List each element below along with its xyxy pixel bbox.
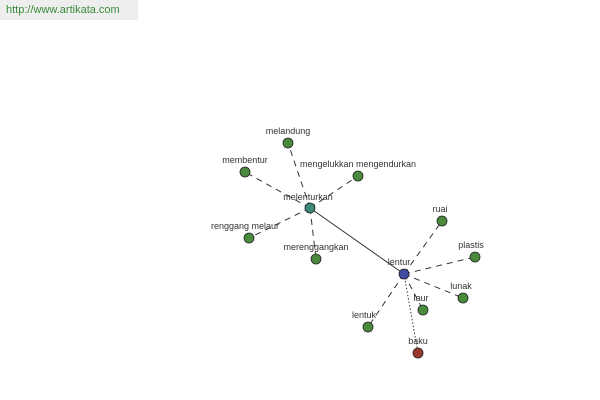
edge-melenturkan-renggang (248, 207, 311, 239)
edge-melenturkan-melandung (287, 142, 311, 209)
node-label-ruai[interactable]: ruai (432, 204, 447, 214)
node-laur[interactable]: laur (413, 293, 429, 316)
edge-melenturkan-membentur (244, 171, 311, 209)
node-ruai[interactable]: ruai (432, 204, 448, 227)
url-link[interactable]: http://www.artikata.com (6, 4, 120, 16)
node-dot-lentur[interactable] (398, 268, 410, 280)
edge-lentur-laur (403, 273, 424, 311)
node-dot-melenturkan[interactable] (304, 202, 316, 214)
node-label-laur[interactable]: laur (413, 293, 428, 303)
node-dot-laur[interactable] (417, 304, 429, 316)
node-label-membentur[interactable]: membentur (222, 155, 268, 165)
node-dot-melandung[interactable] (282, 137, 294, 149)
url-banner: http://www.artikata.com (0, 0, 138, 20)
node-lentuk[interactable]: lentuk (352, 310, 377, 333)
node-melandung[interactable]: melandung (266, 126, 311, 149)
node-dot-lunak[interactable] (457, 292, 469, 304)
node-dot-renggang[interactable] (243, 232, 255, 244)
node-label-melandung[interactable]: melandung (266, 126, 311, 136)
node-dot-plastis[interactable] (469, 251, 481, 263)
node-label-lunak[interactable]: lunak (450, 281, 472, 291)
node-lunak[interactable]: lunak (450, 281, 472, 304)
node-mengelukkan[interactable]: mengelukkan mengendurkan (300, 159, 416, 182)
node-merenggangkan[interactable]: merenggangkan (283, 242, 349, 265)
node-label-plastis[interactable]: plastis (458, 240, 484, 250)
node-baku[interactable]: baku (408, 336, 428, 359)
edge-melenturkan-lentur (309, 207, 405, 275)
node-dot-baku[interactable] (412, 347, 424, 359)
node-dot-merenggangkan[interactable] (310, 253, 322, 265)
node-membentur[interactable]: membentur (222, 155, 268, 178)
node-label-mengelukkan[interactable]: mengelukkan mengendurkan (300, 159, 416, 169)
edge-melenturkan-merenggangkan (309, 207, 317, 260)
node-label-lentur[interactable]: lentur (388, 257, 411, 267)
edge-lentur-plastis (403, 256, 476, 275)
node-label-baku[interactable]: baku (408, 336, 428, 346)
node-dot-lentuk[interactable] (362, 321, 374, 333)
node-label-renggang[interactable]: renggang melaur (211, 221, 279, 231)
node-plastis[interactable]: plastis (458, 240, 484, 263)
graph-nodes: melandung membentur mengelukkan mengendurk… (211, 126, 484, 359)
edge-lentur-baku (403, 273, 419, 354)
graph-edges (244, 142, 476, 354)
node-label-merenggangkan[interactable]: merenggangkan (283, 242, 348, 252)
node-dot-membentur[interactable] (239, 166, 251, 178)
node-label-melenturkan[interactable]: melenturkan (283, 192, 333, 202)
node-dot-ruai[interactable] (436, 215, 448, 227)
node-melenturkan[interactable]: melenturkan (283, 192, 333, 214)
node-label-lentuk[interactable]: lentuk (352, 310, 377, 320)
node-lentur[interactable]: lentur (388, 257, 411, 280)
edge-melenturkan-mengelukkan (309, 175, 359, 209)
node-dot-mengelukkan[interactable] (352, 170, 364, 182)
node-renggang[interactable]: renggang melaur (211, 221, 279, 244)
